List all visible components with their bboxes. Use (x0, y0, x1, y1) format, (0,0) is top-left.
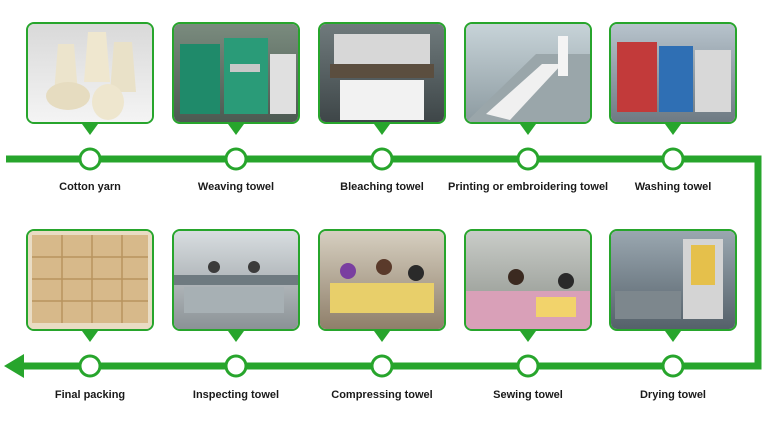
step-node-circle (370, 354, 394, 378)
step-label-inspecting: Inspecting towel (192, 389, 280, 401)
pointer-triangle-icon (665, 331, 681, 342)
step-node-circle (370, 147, 394, 171)
pointer-triangle-icon (520, 124, 536, 135)
step-label-compressing: Compressing towel (331, 389, 433, 401)
step-photo-compressing (318, 229, 446, 331)
step-photo-bleaching (318, 22, 446, 124)
cotton-yarn-photo (28, 24, 152, 122)
bleaching-machine-photo (320, 24, 444, 122)
step-photo-washing (609, 22, 737, 124)
weaving-machine-photo (174, 24, 298, 122)
flow-arrow-left-icon (4, 354, 24, 378)
step-photo-packing (26, 229, 154, 331)
pointer-triangle-icon (82, 331, 98, 342)
pointer-triangle-icon (228, 331, 244, 342)
sewing-workshop-photo (466, 231, 590, 329)
pointer-triangle-icon (82, 124, 98, 135)
packing-boxes-photo (28, 231, 152, 329)
step-node-circle (661, 354, 685, 378)
step-photo-sewing (464, 229, 592, 331)
step-label-sewing: Sewing towel (493, 389, 563, 401)
printing-line-photo (466, 24, 590, 122)
step-node-circle (516, 354, 540, 378)
pointer-triangle-icon (374, 331, 390, 342)
washing-machine-photo (611, 24, 735, 122)
step-node-circle (224, 147, 248, 171)
step-label-packing: Final packing (54, 389, 126, 401)
compressing-workshop-photo (320, 231, 444, 329)
step-label-cotton-yarn: Cotton yarn (59, 181, 121, 193)
step-node-circle (78, 147, 102, 171)
step-label-bleaching: Bleaching towel (340, 181, 424, 193)
pointer-triangle-icon (520, 331, 536, 342)
pointer-triangle-icon (228, 124, 244, 135)
step-photo-inspecting (172, 229, 300, 331)
step-label-printing: Printing or embroidering towel (448, 181, 609, 193)
step-label-washing: Washing towel (634, 181, 712, 193)
step-node-circle (661, 147, 685, 171)
pointer-triangle-icon (665, 124, 681, 135)
step-photo-cotton-yarn (26, 22, 154, 124)
inspecting-workshop-photo (174, 231, 298, 329)
step-node-circle (516, 147, 540, 171)
step-node-circle (224, 354, 248, 378)
step-photo-drying (609, 229, 737, 331)
step-photo-weaving (172, 22, 300, 124)
step-label-drying: Drying towel (639, 389, 706, 401)
step-label-weaving: Weaving towel (197, 181, 275, 193)
step-photo-printing (464, 22, 592, 124)
drying-machine-photo (611, 231, 735, 329)
pointer-triangle-icon (374, 124, 390, 135)
step-node-circle (78, 354, 102, 378)
